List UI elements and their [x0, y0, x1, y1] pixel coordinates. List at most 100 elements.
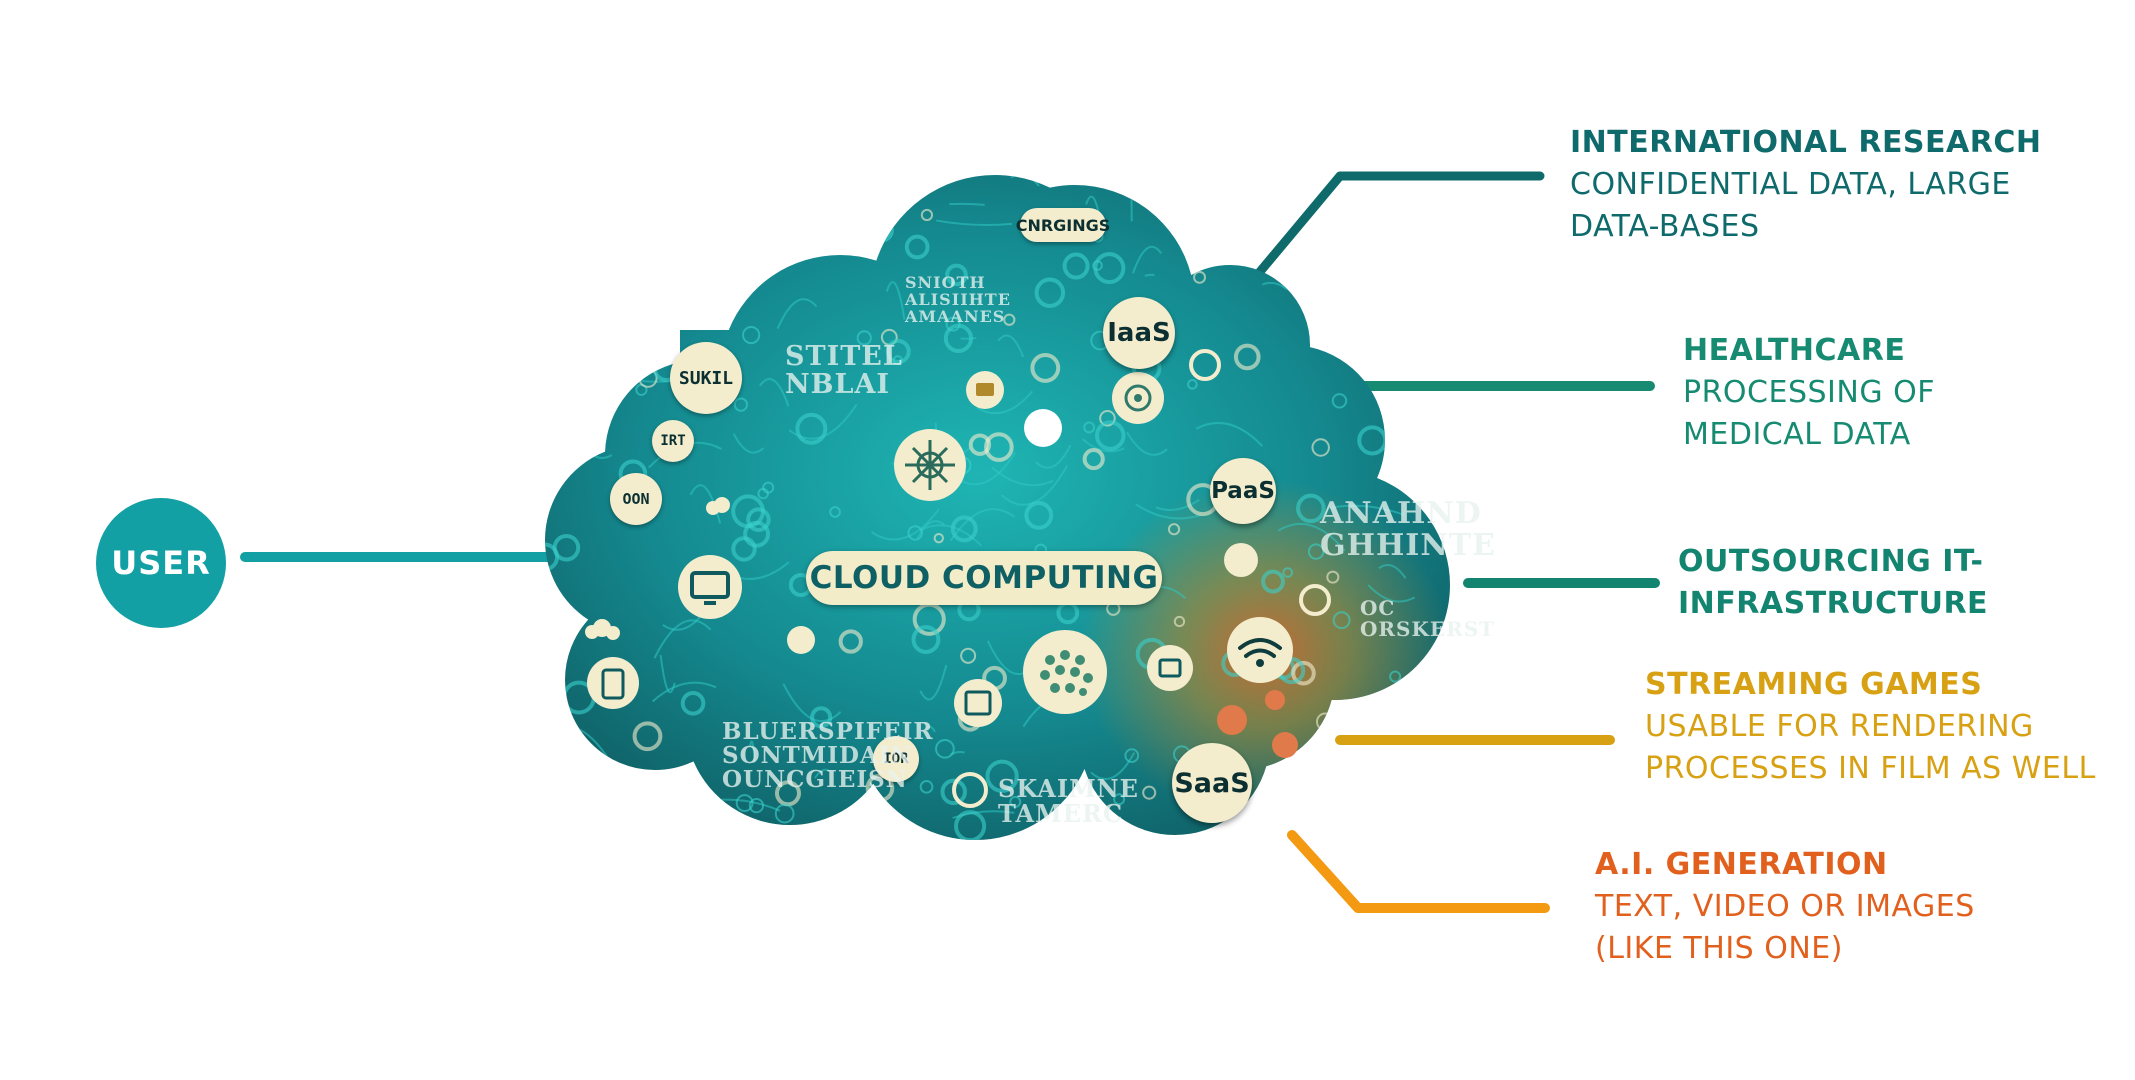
circuit-trace	[960, 336, 977, 340]
circuit-node	[797, 246, 810, 260]
circuit-node	[746, 507, 771, 532]
circuit-trace	[926, 725, 936, 733]
circuit-trace	[1132, 245, 1163, 274]
circuit-node	[577, 396, 595, 415]
circuit-node	[911, 625, 941, 654]
callout-international-research: INTERNATIONAL RESEARCH CONFIDENTIAL DATA…	[1570, 122, 2041, 248]
circuit-node	[646, 175, 675, 193]
circuit-trace	[936, 219, 1012, 226]
server-icon	[954, 679, 1002, 727]
callout-title: INTERNATIONAL RESEARCH	[1570, 125, 2042, 160]
research-connector-line	[1233, 171, 1545, 303]
callout-line: PROCESSING OF	[1683, 375, 1935, 410]
circuit-trace	[919, 524, 983, 547]
circuit-trace	[1261, 281, 1288, 291]
circuit-node	[545, 812, 557, 839]
callout-title: OUTSOURCING IT-	[1678, 544, 1984, 579]
circuit-node	[1187, 379, 1198, 390]
irt-badge: IRT	[652, 420, 694, 462]
circuit-trace	[1318, 804, 1340, 840]
circuit-node	[777, 186, 807, 216]
circuit-trace	[1135, 503, 1202, 520]
circuit-node	[606, 259, 621, 273]
circuit-node	[1193, 270, 1207, 284]
circuit-node	[856, 330, 872, 346]
circuit-node	[1094, 420, 1126, 451]
circuit-node	[1093, 252, 1126, 285]
circuit-node	[675, 175, 706, 188]
circuit-node	[1113, 793, 1126, 806]
circuit-node	[1003, 313, 1016, 326]
circuit-node	[1134, 175, 1150, 180]
circuit-trace	[759, 378, 790, 407]
ai-connector-line	[1287, 830, 1550, 913]
circuit-node	[950, 515, 978, 543]
circuit-trace	[1035, 444, 1072, 469]
circuit-node	[1173, 615, 1186, 628]
circuit-node	[1142, 785, 1157, 800]
circuit-node	[1241, 175, 1264, 198]
circuit-trace	[1378, 564, 1407, 579]
circuit-trace	[749, 740, 756, 763]
circuit-node	[838, 629, 863, 654]
circuit-node	[1034, 277, 1066, 308]
circuit-trace	[1029, 832, 1054, 840]
circuit-node	[612, 297, 642, 328]
circuit-node	[829, 506, 841, 518]
circuit-trace	[776, 298, 818, 329]
circuit-node	[1291, 660, 1316, 686]
circuit-node	[549, 388, 575, 413]
circuit-trace	[653, 286, 664, 321]
circuit-node	[1307, 543, 1325, 560]
circuit-node	[1311, 438, 1330, 457]
cloud-tag-label: CNRGINGS	[1016, 208, 1110, 242]
circuit-node	[1083, 421, 1096, 434]
circuit-node	[1296, 493, 1326, 524]
callout-line: PROCESSES IN FILM AS WELL	[1645, 751, 2096, 786]
circuit-node	[933, 532, 944, 544]
circuit-node	[954, 810, 987, 840]
neural-sphere-icon	[1023, 630, 1107, 714]
circuit-trace	[1155, 498, 1200, 511]
circuit-node	[545, 364, 571, 391]
circuit-trace	[653, 619, 712, 659]
circuit-trace	[949, 202, 985, 206]
circuit-node	[731, 494, 765, 529]
circuit-node	[1331, 393, 1348, 409]
circuit-node	[1233, 343, 1261, 371]
circuit-trace	[916, 520, 946, 540]
circuit-trace	[697, 203, 770, 243]
decor-icons	[585, 349, 1331, 808]
callout-line: MEDICAL DATA	[1683, 417, 1911, 452]
circuit-node	[1167, 175, 1181, 187]
oon-badge: OON	[610, 473, 662, 525]
circuit-node	[1403, 761, 1419, 777]
circuit-node	[795, 412, 828, 445]
circuit-node	[1393, 688, 1426, 722]
circuit-node	[885, 338, 911, 364]
circuit-trace	[1090, 752, 1136, 781]
ghost-text-bluer: BLUERSPIFEIR SONTMIDAIN OUNCGIEISN	[722, 718, 934, 794]
circuit-node	[774, 803, 795, 824]
ior-badge: IOR	[873, 736, 919, 782]
circuit-trace	[1373, 745, 1415, 759]
circuit-trace	[919, 664, 948, 701]
circuit-trace	[1144, 273, 1155, 277]
ghost-text-anahnd: ANAHND GHHINTE	[1320, 496, 1496, 563]
circuit-node	[757, 487, 769, 500]
circuit-node	[1167, 523, 1181, 536]
circuit-trace	[624, 175, 693, 196]
circuit-node	[810, 706, 833, 729]
sukil-badge: SUKIL	[670, 342, 742, 414]
callout-title: HEALTHCARE	[1683, 333, 1906, 368]
connector-lines	[240, 171, 1660, 913]
callout-line: TEXT, VIDEO OR IMAGES	[1595, 889, 1975, 924]
circuit-node	[1290, 750, 1321, 781]
circuit-node	[920, 208, 934, 222]
circuit-node	[985, 759, 1019, 793]
circuit-node	[1282, 567, 1294, 578]
circuit-node	[579, 330, 603, 354]
circuit-node	[1261, 569, 1285, 594]
circuit-node	[935, 738, 955, 759]
